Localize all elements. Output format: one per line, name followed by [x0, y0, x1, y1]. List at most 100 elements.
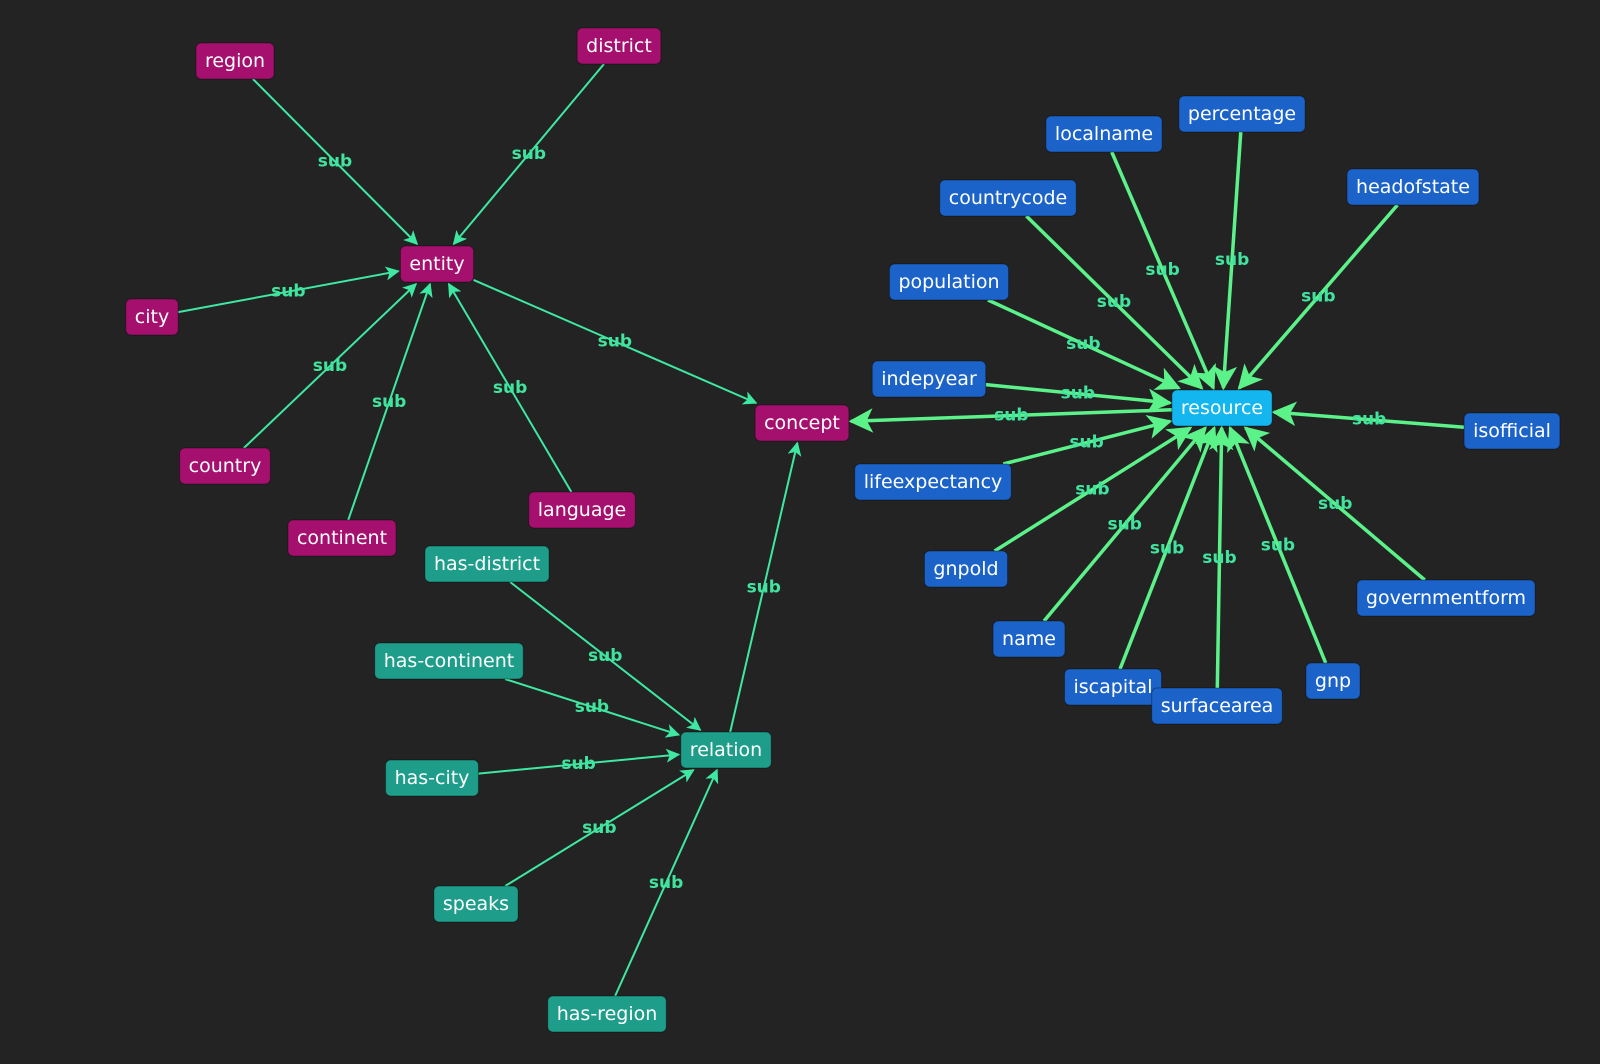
- nodes-layer: region district entity city country continent…: [125, 27, 1561, 1033]
- node-box: [287, 519, 397, 557]
- node-box: [754, 404, 850, 442]
- node-continent[interactable]: continent: [287, 519, 397, 557]
- node-localname[interactable]: localname: [1045, 115, 1163, 153]
- node-box: [385, 759, 479, 797]
- node-box: [424, 545, 550, 583]
- node-concept[interactable]: concept: [754, 404, 850, 442]
- edge-name-to-resource[interactable]: [1042, 426, 1207, 623]
- node-governmentform[interactable]: governmentform: [1356, 579, 1536, 617]
- node-box: [1305, 662, 1361, 700]
- edge-governmentform-to-resource[interactable]: [1243, 426, 1426, 582]
- node-relation[interactable]: relation: [680, 731, 772, 769]
- node-countrycode[interactable]: countrycode: [939, 179, 1077, 217]
- node-language[interactable]: language: [528, 491, 636, 529]
- edge-countrycode-to-resource[interactable]: [1025, 214, 1204, 390]
- node-gnpold[interactable]: gnpold: [923, 550, 1009, 588]
- edge-has-region-to-relation[interactable]: [614, 768, 719, 997]
- node-iscapital[interactable]: iscapital: [1064, 668, 1162, 706]
- node-label: speaks: [443, 893, 509, 915]
- edge-label-has-district: sub: [588, 646, 622, 666]
- node-lifeexpectancy[interactable]: lifeexpectancy: [854, 463, 1012, 501]
- node-region[interactable]: region: [195, 42, 275, 80]
- node-city[interactable]: city: [125, 298, 179, 336]
- edge-speaks-to-relation[interactable]: [504, 769, 695, 887]
- node-box: [1064, 668, 1162, 706]
- node-label: countrycode: [949, 187, 1067, 209]
- edge-indepyear-to-resource[interactable]: [985, 382, 1173, 413]
- node-percentage[interactable]: percentage: [1178, 95, 1306, 133]
- edge-continent-to-entity[interactable]: [347, 282, 433, 521]
- node-label: iscapital: [1074, 676, 1153, 698]
- node-box: [125, 298, 179, 336]
- edge-label-has-city: sub: [561, 754, 595, 774]
- node-label: lifeexpectancy: [864, 471, 1003, 493]
- node-label: entity: [409, 253, 464, 275]
- node-label: has-continent: [384, 650, 515, 672]
- node-entity[interactable]: entity: [399, 245, 475, 283]
- edge-population-to-resource[interactable]: [987, 298, 1181, 390]
- edge-label-has-region: sub: [649, 873, 683, 893]
- node-box: [680, 731, 772, 769]
- edge-label-headofstate: sub: [1301, 287, 1335, 307]
- node-district[interactable]: district: [576, 27, 662, 65]
- node-label: surfacearea: [1161, 695, 1274, 717]
- node-box: [923, 550, 1009, 588]
- node-has-continent[interactable]: has-continent: [374, 642, 524, 680]
- node-surfacearea[interactable]: surfacearea: [1151, 687, 1283, 725]
- edge-relation-to-concept[interactable]: [729, 441, 802, 733]
- edge-region-to-entity[interactable]: [252, 78, 419, 245]
- edge-has-city-to-relation[interactable]: [478, 748, 681, 775]
- node-label: gnpold: [933, 558, 998, 580]
- edge-label-gnp: sub: [1261, 536, 1295, 556]
- edge-iscapital-to-resource[interactable]: [1118, 425, 1218, 670]
- node-name[interactable]: name: [992, 620, 1066, 658]
- node-label: country: [189, 455, 262, 477]
- node-label: has-city: [395, 767, 470, 789]
- node-has-district[interactable]: has-district: [424, 545, 550, 583]
- edge-has-district-to-relation[interactable]: [509, 581, 702, 731]
- edge-localname-to-resource[interactable]: [1110, 151, 1216, 391]
- node-has-city[interactable]: has-city: [385, 759, 479, 797]
- node-headofstate[interactable]: headofstate: [1346, 168, 1480, 206]
- edge-label-district: sub: [512, 144, 546, 164]
- node-box: [374, 642, 524, 680]
- edge-headofstate-to-resource[interactable]: [1237, 203, 1399, 390]
- node-population[interactable]: population: [888, 263, 1010, 301]
- node-isofficial[interactable]: isofficial: [1463, 412, 1561, 450]
- edge-entity-to-concept[interactable]: [473, 279, 758, 405]
- node-box: [1178, 95, 1306, 133]
- node-label: region: [205, 50, 265, 72]
- node-label: population: [898, 271, 999, 293]
- node-box: [1045, 115, 1163, 153]
- edge-isofficial-to-resource[interactable]: [1271, 401, 1465, 429]
- node-label: continent: [297, 527, 387, 549]
- edge-label-gnpold: sub: [1075, 480, 1109, 500]
- edge-surfacearea-to-resource[interactable]: [1209, 425, 1234, 689]
- node-country[interactable]: country: [179, 447, 271, 485]
- node-indepyear[interactable]: indepyear: [871, 360, 987, 398]
- edge-label-indepyear: sub: [1061, 384, 1095, 404]
- edge-lifeexpectancy-to-resource[interactable]: [1002, 414, 1173, 466]
- node-label: has-region: [557, 1003, 658, 1025]
- edge-resource-to-concept[interactable]: [848, 408, 1172, 433]
- node-gnp[interactable]: gnp: [1305, 662, 1361, 700]
- node-label: isofficial: [1473, 420, 1551, 442]
- edge-city-to-entity[interactable]: [178, 266, 400, 314]
- edge-has-continent-to-relation[interactable]: [504, 678, 681, 738]
- node-box: [939, 179, 1077, 217]
- edge-label-lifeexpectancy: sub: [1069, 433, 1103, 453]
- node-box: [854, 463, 1012, 501]
- edge-percentage-to-resource[interactable]: [1212, 131, 1243, 391]
- edge-district-to-entity[interactable]: [452, 63, 605, 246]
- node-speaks[interactable]: speaks: [433, 885, 519, 923]
- node-resource[interactable]: resource: [1171, 389, 1273, 427]
- edge-country-to-entity[interactable]: [243, 283, 418, 449]
- edge-language-to-entity[interactable]: [447, 282, 573, 493]
- node-label: district: [586, 35, 652, 57]
- edge-label-country: sub: [313, 356, 347, 376]
- edge-gnpold-to-resource[interactable]: [993, 426, 1193, 553]
- node-has-region[interactable]: has-region: [547, 995, 667, 1033]
- edge-gnp-to-resource[interactable]: [1227, 425, 1328, 664]
